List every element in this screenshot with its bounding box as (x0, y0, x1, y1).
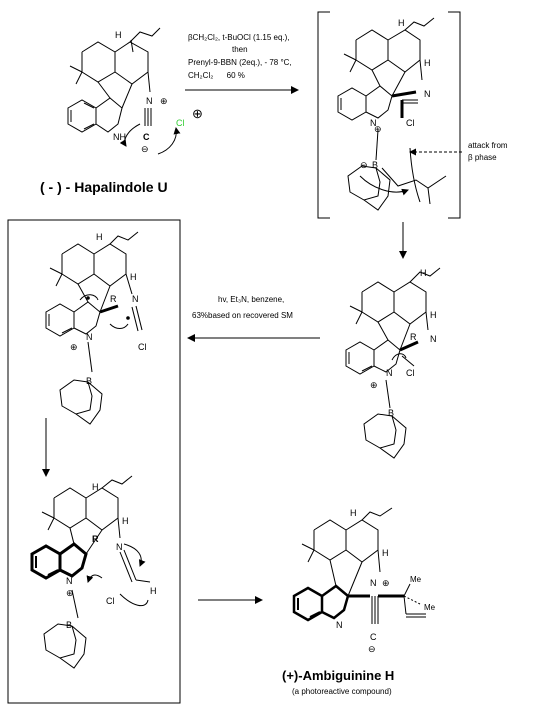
hapalindole-u-structure (67, 27, 181, 155)
int2-r: R (410, 332, 417, 342)
int4-plus: ⊕ (66, 588, 74, 598)
int4-b: B (66, 620, 72, 630)
int3-radical-dot-1 (86, 296, 90, 300)
int1-plus: ⊕ (374, 124, 382, 134)
int2-cl: Cl (406, 368, 415, 378)
int1-n1-label: N (370, 118, 377, 128)
int1-b-label: B (372, 160, 378, 170)
step1-line-3: Prenyl-9-BBN (2eq.), - 78 °C, (188, 58, 292, 67)
int1-minus: ⊖ (360, 160, 368, 170)
int2-b: B (388, 408, 394, 418)
intermediate2-structure (345, 267, 441, 459)
plus-charge-1: ⊕ (160, 96, 168, 106)
step1-conditions: βCH₂Cl₂, t-BuOCl (1.15 eq.), then Prenyl… (188, 33, 292, 80)
int2-h2: H (430, 310, 437, 320)
int2-h1: H (420, 268, 427, 278)
attack-note-line-2: β phase (468, 153, 497, 162)
intermediate1-bracket (317, 11, 461, 219)
attack-note-line-1: attack from (468, 141, 508, 150)
chloride-plus-charge: ⊕ (192, 106, 203, 121)
int4-cl: Cl (106, 596, 115, 606)
int1-h-label: H (398, 18, 405, 28)
int1-n2-label: N (424, 89, 431, 99)
product-name: (+)-Ambiguinine H (282, 668, 394, 683)
intermediate3-structure (45, 231, 143, 425)
int2-n-imine: N (430, 334, 437, 344)
step1-line-2: then (232, 45, 248, 54)
int1-h2-label: H (424, 58, 431, 68)
prod-c: C (370, 632, 377, 642)
isonitrile-carbon-label: C (143, 132, 150, 142)
prod-plus: ⊕ (382, 578, 390, 588)
step1-line-4: CH₂Cl₂ 60 % (188, 71, 245, 80)
int3-b: B (86, 376, 92, 386)
prod-n-indole: N (336, 620, 343, 630)
prod-h2: H (382, 548, 389, 558)
int4-h3: H (150, 586, 157, 596)
int2-n: N (386, 368, 393, 378)
intermediate1-structure (337, 17, 447, 211)
int3-r: R (110, 294, 117, 304)
int3-radical-dot-2 (126, 316, 130, 320)
int4-n-imine: N (116, 542, 123, 552)
n-label-1: N (146, 96, 153, 106)
int4-n: N (66, 576, 73, 586)
minus-charge-1: ⊖ (141, 144, 149, 154)
int4-h1: H (92, 482, 99, 492)
int3-n: N (86, 332, 93, 342)
int4-r: R (92, 534, 99, 544)
left-intermediates-box (7, 219, 181, 704)
int3-plus: ⊕ (70, 342, 78, 352)
prod-me-1: Me (410, 575, 422, 584)
step1-line-1: βCH₂Cl₂, t-BuOCl (1.15 eq.), (188, 33, 290, 42)
step2-line-1: hv, Et₃N, benzene, (218, 295, 284, 304)
prod-minus: ⊖ (368, 644, 376, 654)
step2-line-2: 63%based on recovered SM (192, 311, 293, 320)
nh-label-1: NH (113, 132, 126, 142)
int4-h2: H (122, 516, 129, 526)
chloride-label: Cl (176, 118, 185, 128)
h-label-1: H (115, 30, 122, 40)
int3-n-imine: N (132, 294, 139, 304)
start-compound-name: ( - ) - Hapalindole U (40, 179, 168, 195)
int2-plus: ⊕ (370, 380, 378, 390)
int3-cl: Cl (138, 342, 147, 352)
prod-me-2: Me (424, 603, 436, 612)
intermediate4-structure (30, 475, 151, 669)
int3-h1: H (96, 232, 103, 242)
prod-n-isonitrile: N (370, 578, 377, 588)
product-note: (a photoreactive compound) (292, 687, 392, 696)
prod-h1: H (350, 508, 357, 518)
ambiguinine-h-structure (292, 507, 426, 624)
int1-cl-label: Cl (406, 118, 415, 128)
int3-h2: H (130, 272, 137, 282)
